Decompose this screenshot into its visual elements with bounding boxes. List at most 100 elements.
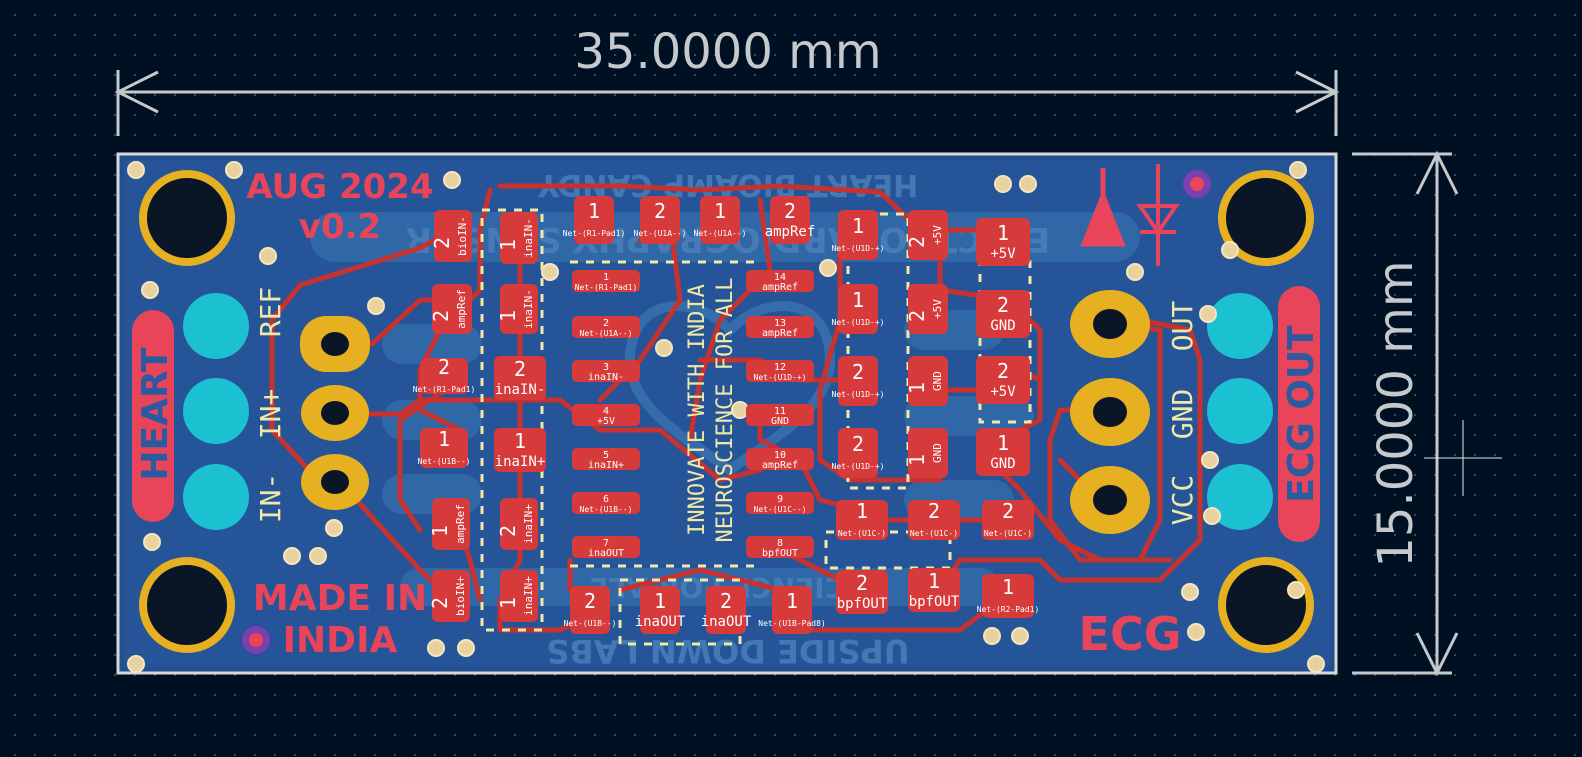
silk-india: INDIA bbox=[283, 620, 398, 661]
pad-net-label: ampRef bbox=[454, 504, 467, 544]
pin-number: 14 bbox=[774, 272, 786, 283]
label-ref: REF bbox=[254, 287, 287, 338]
smd-pad[interactable]: 2+5V bbox=[976, 356, 1030, 404]
smd-pad[interactable]: 2+5V bbox=[905, 210, 948, 260]
pad-number: 2 bbox=[784, 199, 796, 223]
via bbox=[259, 247, 277, 265]
pad-number: 1 bbox=[852, 214, 864, 238]
pin-net-label: GND bbox=[771, 416, 789, 427]
esd-warning-symbol bbox=[1080, 168, 1126, 247]
pad-number: 2 bbox=[905, 310, 929, 322]
pad-number: 2 bbox=[496, 525, 520, 537]
label-in-plus: IN+ bbox=[254, 389, 287, 440]
pad-number: 1 bbox=[438, 427, 450, 451]
heart-label-pill bbox=[132, 310, 174, 522]
via bbox=[1187, 623, 1205, 641]
back-brand: UPSIDE DOWN LABS bbox=[546, 632, 910, 670]
pad-net-label: Net-(U1D-+) bbox=[832, 462, 885, 471]
pad-net-label: bpfOUT bbox=[837, 596, 888, 612]
pad-net-label: bioIN- bbox=[456, 216, 469, 256]
smd-pad[interactable]: 1+5V bbox=[976, 218, 1030, 266]
label-in-minus: IN- bbox=[254, 473, 287, 524]
smd-pad[interactable]: 2+5V bbox=[905, 284, 948, 334]
pad-net-label: Net-(U1D-+) bbox=[832, 244, 885, 253]
pad-number: 1 bbox=[654, 589, 666, 613]
via bbox=[1181, 583, 1199, 601]
pad-net-label: +5V bbox=[931, 225, 944, 245]
pad-number: 2 bbox=[428, 597, 452, 609]
pad-net-label: bpfOUT bbox=[909, 594, 960, 610]
label-gnd: GND bbox=[1166, 389, 1199, 440]
pin-net-label: Net-(U1C--) bbox=[754, 505, 807, 514]
height-dimension bbox=[1352, 150, 1459, 677]
via bbox=[1199, 305, 1217, 323]
pad-number: 2 bbox=[852, 360, 864, 384]
pin-number: 13 bbox=[774, 318, 786, 329]
back-heart-logo bbox=[624, 301, 836, 477]
pad-number: 1 bbox=[588, 199, 600, 223]
pad-number: 2 bbox=[997, 293, 1009, 317]
pad-net-label: inaOUT bbox=[635, 614, 686, 630]
via bbox=[141, 281, 159, 299]
label-out: OUT bbox=[1166, 301, 1199, 352]
via bbox=[1287, 581, 1305, 599]
pad-net-label: inaIN+ bbox=[522, 576, 535, 616]
pin-number: 4 bbox=[603, 406, 609, 417]
silk-version: v0.2 bbox=[299, 207, 381, 247]
pad-net-label: inaIN+ bbox=[495, 454, 546, 470]
via bbox=[1019, 175, 1037, 193]
pad-number: 1 bbox=[714, 199, 726, 223]
ic-pin[interactable]: 4+5V bbox=[572, 404, 640, 427]
pad-net-label: inaIN- bbox=[522, 289, 535, 329]
pad-net-label: inaIN- bbox=[522, 218, 535, 258]
